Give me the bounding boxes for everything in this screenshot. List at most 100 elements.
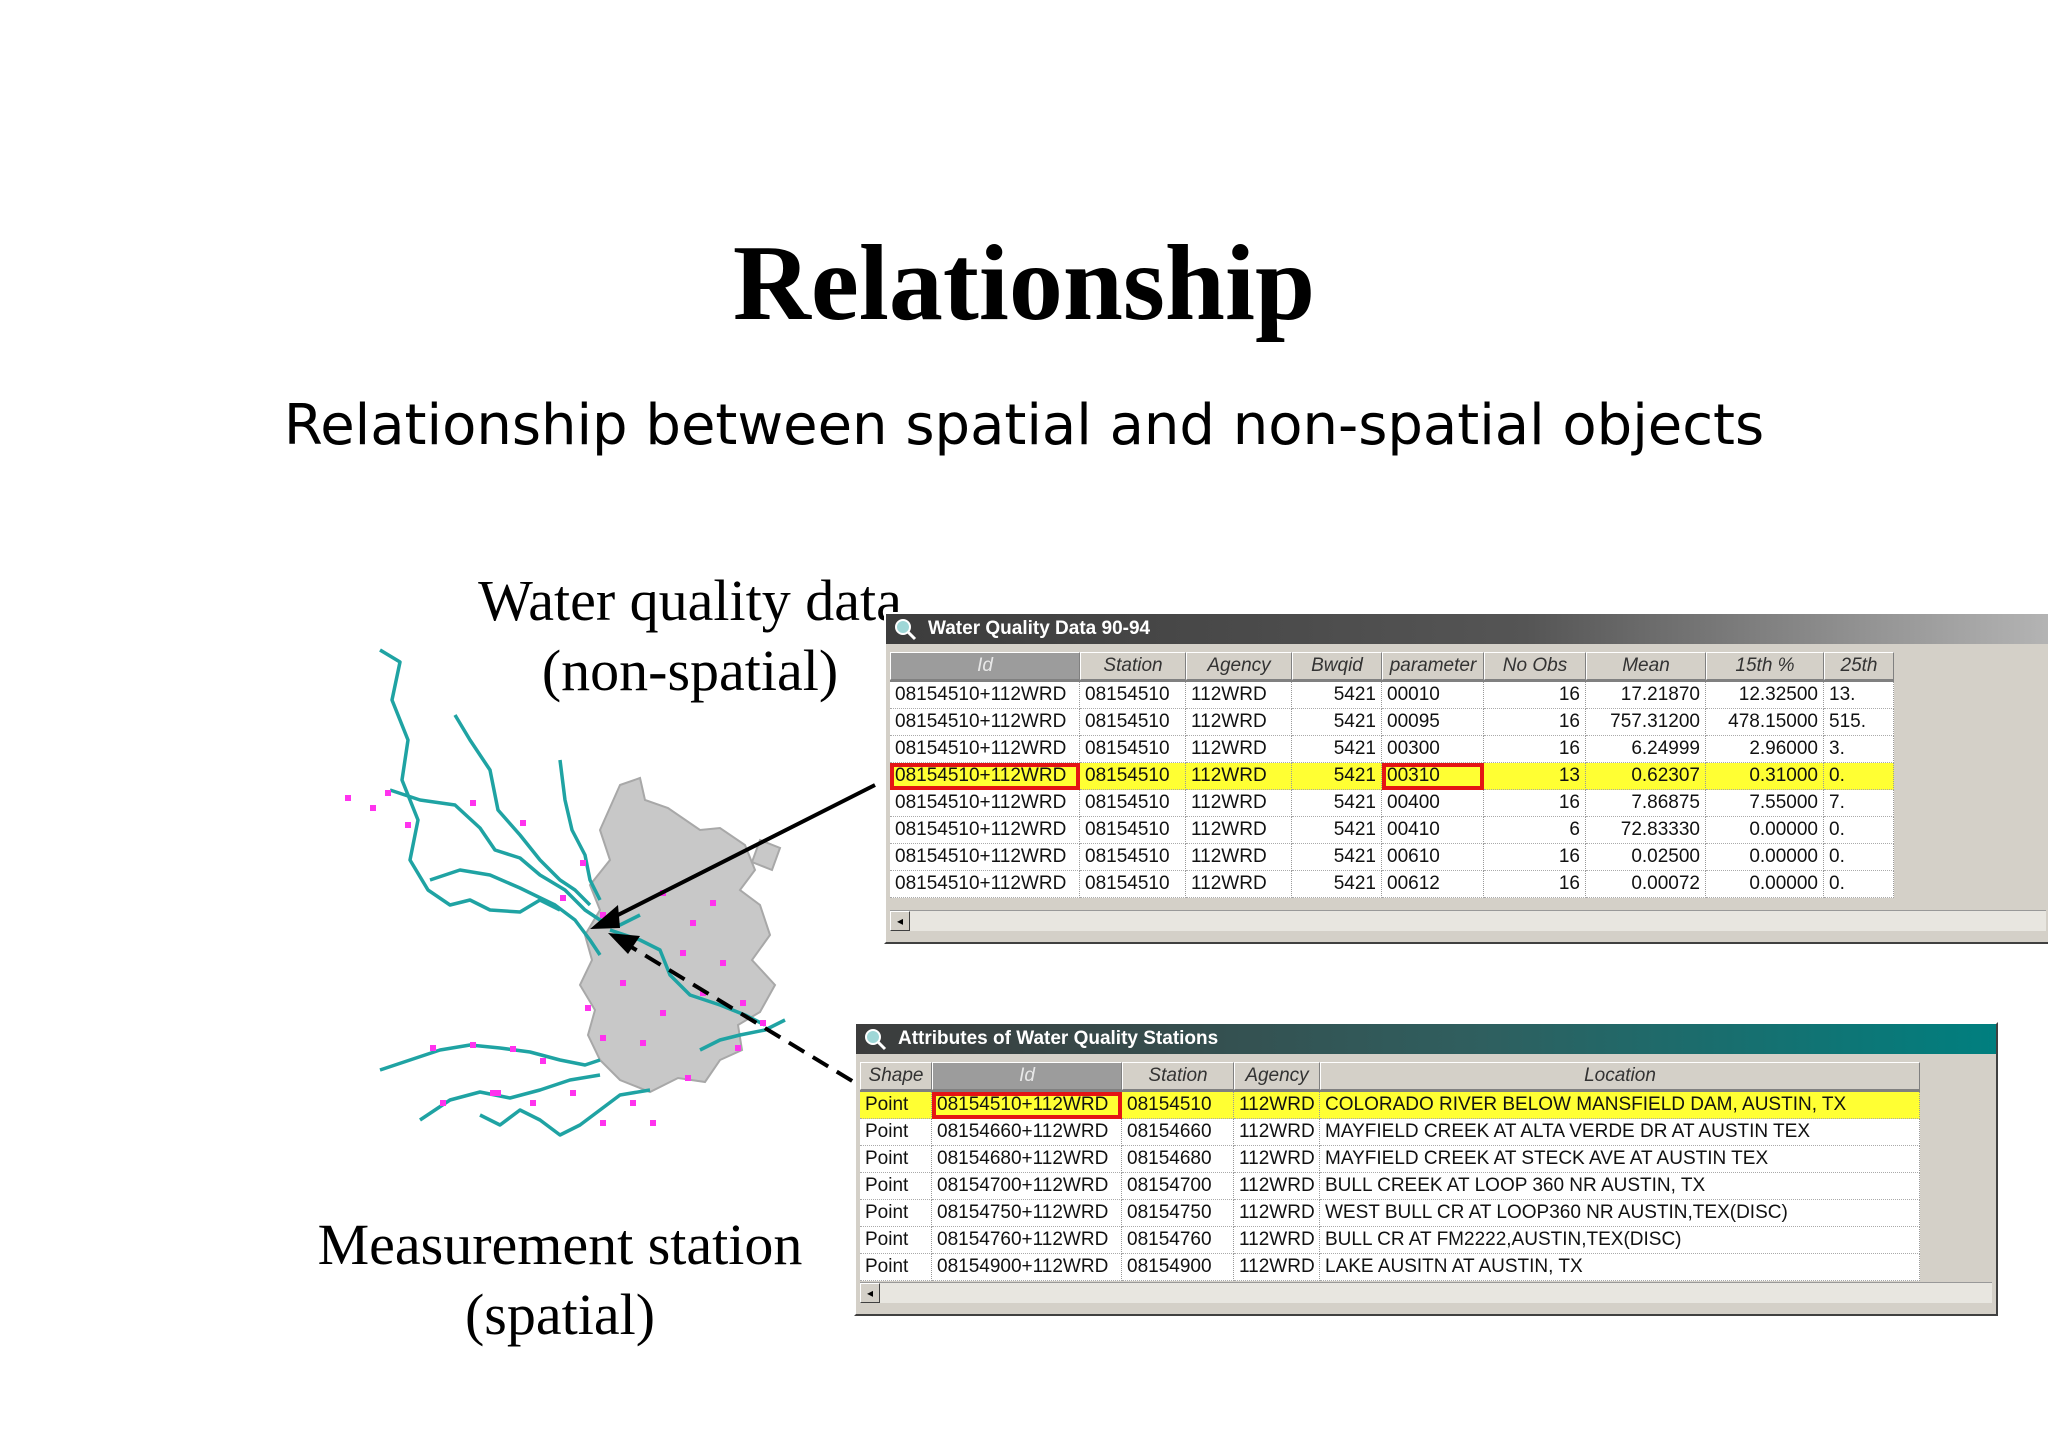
table-cell: 6.24999: [1586, 736, 1706, 763]
table-cell: 08154510: [1080, 682, 1186, 709]
table-cell: Point: [860, 1173, 932, 1200]
table-cell: Point: [860, 1092, 932, 1119]
table-cell: 112WRD: [1186, 790, 1292, 817]
table-cell: 08154510: [1080, 736, 1186, 763]
scroll-left-button[interactable]: ◂: [890, 911, 910, 931]
table-cell: WEST BULL CR AT LOOP360 NR AUSTIN,TEX(DI…: [1320, 1200, 1920, 1227]
table-cell: 08154700+112WRD: [932, 1173, 1122, 1200]
table-cell: 112WRD: [1234, 1200, 1320, 1227]
table-cell: 08154510+112WRD: [890, 736, 1080, 763]
stations-attributes-window[interactable]: Attributes of Water Quality Stations Sha…: [854, 1022, 1998, 1316]
table-cell: 08154510: [1080, 709, 1186, 736]
table-cell: 08154700: [1122, 1173, 1234, 1200]
column-header[interactable]: Id: [932, 1062, 1122, 1090]
table-cell: 08154760+112WRD: [932, 1227, 1122, 1254]
measurement-station-label: Measurement station (spatial): [300, 1210, 820, 1350]
table-cell: 5421: [1292, 871, 1382, 898]
table-cell: 00400: [1382, 790, 1484, 817]
column-header[interactable]: 15th %: [1706, 652, 1824, 680]
water-quality-hscrollbar[interactable]: ◂: [890, 910, 2046, 931]
column-header[interactable]: Bwqid: [1292, 652, 1382, 680]
table-cell: 16: [1484, 736, 1586, 763]
table-cell: BULL CR AT FM2222,AUSTIN,TEX(DISC): [1320, 1227, 1920, 1254]
table-cell: 112WRD: [1234, 1173, 1320, 1200]
magnifier-icon: [865, 1029, 887, 1051]
column-header[interactable]: 25th: [1824, 652, 1894, 680]
column-header[interactable]: Agency: [1234, 1062, 1320, 1090]
stations-title: Attributes of Water Quality Stations: [898, 1028, 1219, 1049]
table-cell: Point: [860, 1254, 932, 1281]
table-cell: 08154510+112WRD: [890, 871, 1080, 898]
slide-title: Relationship: [732, 224, 1316, 343]
table-cell: 5421: [1292, 817, 1382, 844]
table-cell: 08154510+112WRD: [890, 682, 1080, 709]
table-cell: 16: [1484, 682, 1586, 709]
table-cell: 08154750+112WRD: [932, 1200, 1122, 1227]
table-cell: 08154510+112WRD: [890, 763, 1080, 790]
table-cell: BULL CREEK AT LOOP 360 NR AUSTIN, TX: [1320, 1173, 1920, 1200]
table-cell: 112WRD: [1186, 844, 1292, 871]
column-header[interactable]: Station: [1080, 652, 1186, 680]
scroll-left-button[interactable]: ◂: [860, 1283, 880, 1303]
table-cell: 0.00072: [1586, 871, 1706, 898]
table-cell: 0.00000: [1706, 844, 1824, 871]
table-cell: 13: [1484, 763, 1586, 790]
table-cell: 00612: [1382, 871, 1484, 898]
table-cell: 08154510: [1080, 871, 1186, 898]
column-header[interactable]: parameter: [1382, 652, 1484, 680]
table-cell: 5421: [1292, 682, 1382, 709]
table-cell: 0.: [1824, 844, 1894, 871]
column-header[interactable]: Station: [1122, 1062, 1234, 1090]
table-cell: 0.00000: [1706, 871, 1824, 898]
table-cell: 0.02500: [1586, 844, 1706, 871]
column-header[interactable]: Id: [890, 652, 1080, 680]
column-header[interactable]: Agency: [1186, 652, 1292, 680]
table-cell: MAYFIELD CREEK AT ALTA VERDE DR AT AUSTI…: [1320, 1119, 1920, 1146]
table-cell: 112WRD: [1186, 736, 1292, 763]
table-cell: COLORADO RIVER BELOW MANSFIELD DAM, AUST…: [1320, 1092, 1920, 1119]
slide-subtitle: Relationship between spatial and non-spa…: [283, 393, 1765, 458]
water-quality-title: Water Quality Data 90-94: [928, 618, 1151, 639]
table-cell: 112WRD: [1234, 1092, 1320, 1119]
column-header[interactable]: Shape: [860, 1062, 932, 1090]
table-cell: LAKE AUSITN AT AUSTIN, TX: [1320, 1254, 1920, 1281]
water-quality-titlebar[interactable]: Water Quality Data 90-94: [886, 614, 2048, 644]
table-cell: 08154660+112WRD: [932, 1119, 1122, 1146]
table-cell: 7.86875: [1586, 790, 1706, 817]
table-cell: 13.: [1824, 682, 1894, 709]
table-cell: 112WRD: [1234, 1227, 1320, 1254]
table-cell: 0.62307: [1586, 763, 1706, 790]
table-cell: 08154680: [1122, 1146, 1234, 1173]
stations-titlebar[interactable]: Attributes of Water Quality Stations: [856, 1024, 1996, 1054]
table-cell: 08154510: [1122, 1092, 1234, 1119]
column-header[interactable]: Location: [1320, 1062, 1920, 1090]
table-cell: Point: [860, 1227, 932, 1254]
water-quality-label-line2: (non-spatial): [541, 638, 839, 703]
table-cell: 0.31000: [1706, 763, 1824, 790]
column-header[interactable]: No Obs: [1484, 652, 1586, 680]
table-cell: 00095: [1382, 709, 1484, 736]
table-cell: 08154660: [1122, 1119, 1234, 1146]
stations-hscrollbar[interactable]: ◂: [860, 1282, 1992, 1303]
column-header[interactable]: Mean: [1586, 652, 1706, 680]
